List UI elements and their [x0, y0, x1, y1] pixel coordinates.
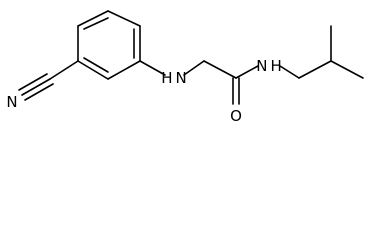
- benzene-ring: [77, 10, 141, 80]
- ring-bond-3: [107, 60, 141, 80]
- ring-to-nitrile-carbon-bond: [49, 60, 79, 80]
- carbonyl-to-amide-n-bond: [235, 65, 259, 79]
- nitrile-triple-bond-1: [21, 78, 51, 96]
- ring-double-bond-inner-3: [83, 57, 109, 73]
- nh-to-ch2-bond: [183, 60, 205, 76]
- ring-bond-6: [77, 10, 109, 27]
- nitrile-triple-bond-2: [18, 73, 48, 91]
- ring-bond-4: [77, 60, 109, 80]
- chemical-structure-diagram: N H N N H O: [6, 10, 364, 125]
- nitrile-triple-bond-3: [24, 83, 54, 101]
- amine-nh-label: H N: [161, 69, 187, 87]
- ring-double-bond-inner-1: [83, 17, 109, 30]
- ring-bond-1: [107, 10, 141, 27]
- nitrile-nitrogen-label: N: [6, 93, 17, 111]
- amide-n-to-ch2-bond: [279, 65, 300, 79]
- ch2-to-carbonyl-bond: [203, 60, 237, 79]
- side-chain: [139, 25, 364, 105]
- atom-labels: N H N N H O: [6, 57, 281, 125]
- ch2-to-ch-bond: [298, 60, 332, 79]
- nitrile-group: [18, 60, 79, 101]
- amide-nh-label: N H: [256, 57, 282, 75]
- carbonyl-oxygen-label: O: [230, 107, 242, 125]
- ring-to-nh-bond: [139, 60, 166, 76]
- ch-to-methyl-1-bond: [330, 60, 364, 79]
